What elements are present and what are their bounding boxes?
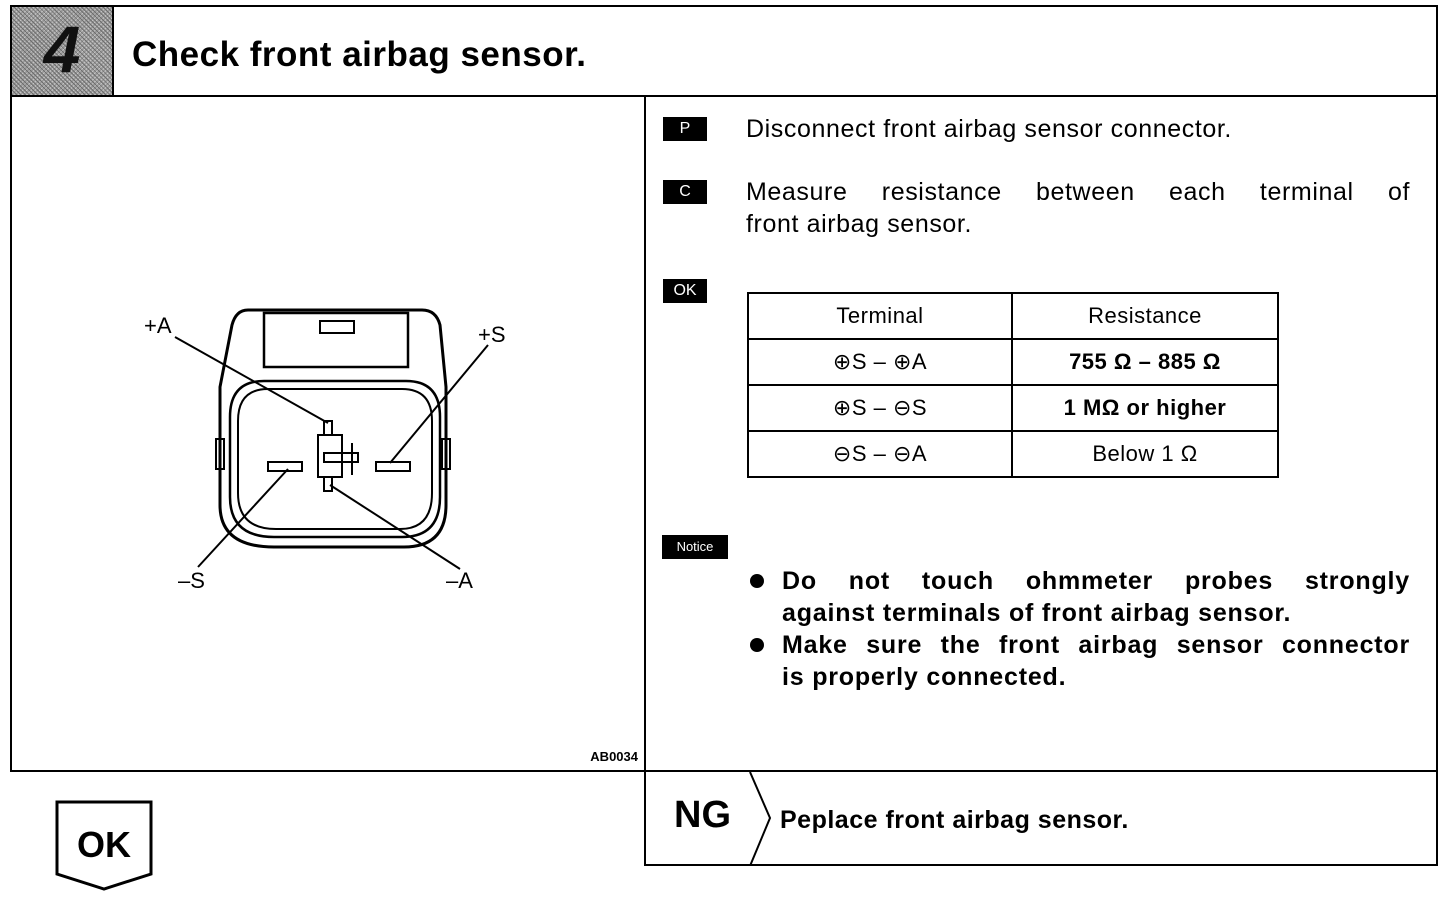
terminal-plus-a: [323, 420, 333, 436]
step-header: 4 Check front airbag sensor.: [10, 5, 1438, 97]
instructions-panel: [644, 95, 1438, 772]
resistance-cell: Below 1 Ω: [1011, 430, 1279, 478]
terminal-cell: ⊕S – ⊕A: [747, 338, 1013, 386]
ok-arrow-badge: [55, 800, 153, 891]
terminal-center-post: [317, 434, 343, 478]
ok-spec-tag: OK: [663, 279, 707, 303]
ng-result-box: NG Peplace front airbag sensor.: [644, 770, 1438, 866]
bullet-icon: [750, 574, 764, 588]
ok-badge-label: OK: [77, 824, 131, 865]
notice-tag: Notice: [662, 535, 728, 559]
notice-list: Do not touch ohmmeter probes strongly ag…: [750, 565, 1410, 693]
table-row: ⊖S – ⊖A Below 1 Ω: [747, 430, 1279, 478]
header-terminal: Terminal: [747, 292, 1013, 340]
notice-line: Make sure the front airbag sensor connec…: [782, 631, 1410, 659]
bullet-icon: [750, 638, 764, 652]
step-tag-c: C: [663, 180, 707, 204]
panel-divider: [10, 770, 646, 772]
leader-plus-s: [389, 344, 489, 464]
leader-minus-s: [197, 468, 289, 568]
resistance-table: Terminal Resistance ⊕S – ⊕A 755 Ω – 885 …: [747, 292, 1279, 478]
terminal-plus-s: [375, 461, 411, 472]
connector-figure-panel: +A +S –S –A AB0034: [10, 95, 646, 772]
header-resistance: Resistance: [1011, 292, 1279, 340]
ng-action-text: Peplace front airbag sensor.: [780, 806, 1129, 834]
step-number-box: 4: [12, 7, 114, 95]
notice-item: Do not touch ohmmeter probes strongly ag…: [750, 565, 1410, 629]
connector-side-tab-right: [441, 438, 451, 470]
connector-latch: [262, 311, 410, 369]
label-minus-a: –A: [446, 568, 473, 593]
label-plus-s: +S: [478, 322, 506, 347]
ng-label: NG: [674, 794, 731, 836]
label-minus-s: –S: [178, 568, 205, 593]
connector-diagram: +A +S –S –A: [144, 308, 506, 593]
connector-housing-outline: [218, 308, 448, 549]
notice-line: Do not touch ohmmeter probes strongly: [782, 567, 1410, 595]
table-header-row: Terminal Resistance: [747, 292, 1279, 340]
figure-code: AB0034: [590, 749, 638, 764]
label-plus-a: +A: [144, 313, 172, 338]
notice-item: Make sure the front airbag sensor connec…: [750, 629, 1410, 693]
resistance-cell: 1 MΩ or higher: [1011, 384, 1279, 432]
connector-inner-frame: [228, 379, 442, 539]
notice-line: against terminals of front airbag sensor…: [782, 599, 1292, 627]
terminal-minus-a: [323, 476, 333, 492]
step-disconnect-text: Disconnect front airbag sensor connector…: [746, 115, 1232, 143]
table-row: ⊕S – ⊕A 755 Ω – 885 Ω: [747, 338, 1279, 386]
table-row: ⊕S – ⊖S 1 MΩ or higher: [747, 384, 1279, 432]
resistance-cell: 755 Ω – 885 Ω: [1011, 338, 1279, 386]
page-title: Check front airbag sensor.: [132, 35, 587, 74]
step-tag-p: P: [663, 117, 707, 141]
connector-side-tab-left: [215, 438, 225, 470]
terminal-minus-s: [267, 461, 303, 472]
terminal-cell: ⊖S – ⊖A: [747, 430, 1013, 478]
leader-minus-a: [329, 484, 461, 570]
chevron-right-icon: [749, 772, 772, 866]
notice-line: is properly connected.: [782, 663, 1067, 691]
step-measure-text-line1: Measure resistance between each terminal…: [746, 178, 1410, 206]
step-number: 4: [43, 12, 81, 86]
step-measure-text-line2: front airbag sensor.: [746, 210, 973, 238]
terminal-cell: ⊕S – ⊖S: [747, 384, 1013, 432]
leader-plus-a: [174, 336, 329, 424]
